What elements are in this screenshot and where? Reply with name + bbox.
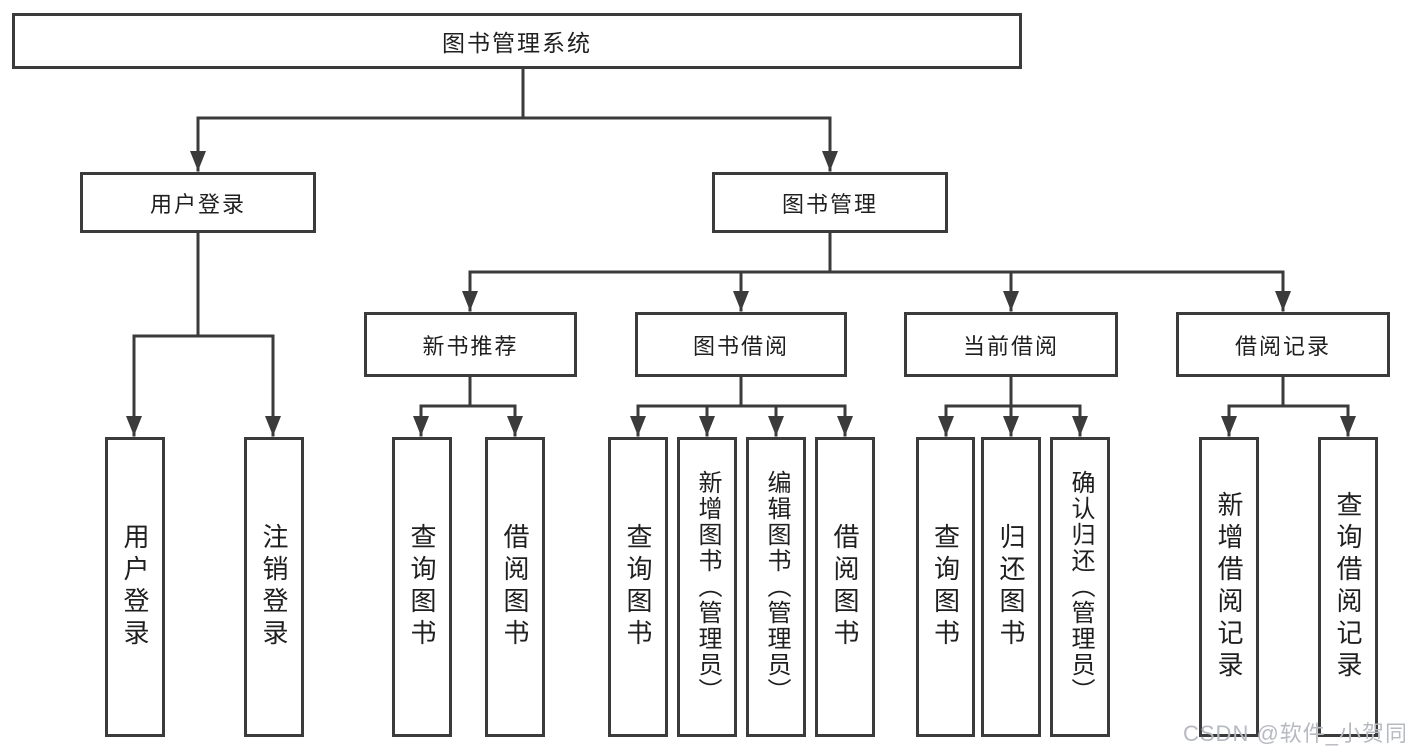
leaf-query-books-borrowing: 查询图书	[608, 437, 668, 737]
leaf-borrow-books-borrowing: 借阅图书	[815, 437, 875, 737]
leaf-borrow-books-recommend: 借阅图书	[485, 437, 545, 737]
node-new-book-recommendation: 新书推荐	[364, 312, 577, 377]
node-borrowing-records: 借阅记录	[1176, 312, 1390, 377]
csdn-watermark: CSDN @软件_小贺同学	[1183, 721, 1405, 746]
leaf-return-books: 归还图书	[981, 437, 1041, 737]
leaf-query-books-current: 查询图书	[916, 437, 975, 737]
leaf-confirm-return-admin: 确认归还（管理员）	[1050, 437, 1110, 737]
leaf-edit-book-admin: 编辑图书（管理员）	[746, 437, 806, 737]
leaf-add-borrow-record: 新增借阅记录	[1199, 437, 1259, 737]
leaf-query-books-recommend: 查询图书	[392, 437, 452, 737]
node-user-login: 用户登录	[80, 172, 316, 233]
node-current-borrowing: 当前借阅	[904, 312, 1118, 377]
node-book-borrowing: 图书借阅	[635, 312, 847, 377]
leaf-user-login: 用户登录	[105, 437, 165, 737]
leaf-query-borrow-record: 查询借阅记录	[1318, 437, 1378, 737]
leaf-logout: 注销登录	[244, 437, 304, 737]
node-book-management: 图书管理	[712, 172, 948, 233]
node-library-management-system: 图书管理系统	[12, 13, 1022, 69]
leaf-add-book-admin: 新增图书（管理员）	[677, 437, 737, 737]
